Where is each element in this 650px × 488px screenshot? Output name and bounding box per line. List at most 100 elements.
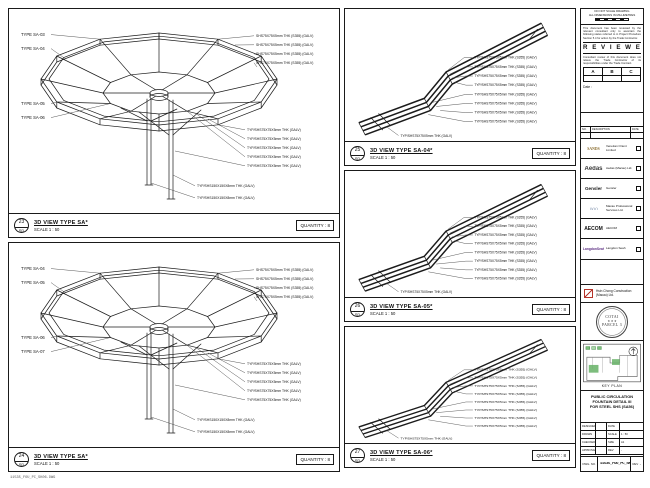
status-col-a: A (584, 68, 602, 77)
status-checkbox-b (603, 76, 621, 81)
leader-lines (386, 217, 473, 292)
anno-label: TYP/SHS75X75X5mm THK (GALV) (247, 380, 301, 384)
anno-label: TYP/SHS75X75X5mm THK (S355) (GALV) (474, 277, 536, 281)
anno-label: TYPE SA-04 (21, 266, 45, 271)
detail-callout: 25 SD (350, 146, 365, 161)
detail-callout: 27 SD (350, 448, 365, 463)
anno-label: TYP/SHS75X75X5mm THK (GALV) (247, 155, 301, 159)
anno-label: SHS75X75X5mm THK (S355) (GALV) (256, 52, 313, 56)
company-checkbox (636, 186, 641, 191)
company-row-architect: Aedas Aedas (Macau) Ltd. (581, 159, 643, 179)
canopy-structure (40, 32, 278, 200)
graphic-scale-bar (595, 18, 629, 22)
anno-label: TYP/SHS150X150X8mm THK (GALV) (197, 184, 255, 188)
company-checkbox (636, 166, 641, 171)
callout-number: 23 (15, 219, 28, 228)
info-label: DRAWN (581, 431, 596, 439)
detail-callout: 23 SD (14, 218, 29, 233)
anno-label: TYP/SHS75X75X5mm THK (GALV) (401, 437, 453, 441)
panel-title-bar: 25 SD 3D VIEW TYPE SA-04* SCALE 1 : 50 Q… (345, 141, 575, 165)
company-checkbox (636, 146, 641, 151)
anno-label: SHS75X75X5mm THK (S355) (GALV) (256, 34, 313, 38)
view-title: 3D VIEW TYPE SA* (34, 219, 88, 226)
sheet-note: ALL DIMENSIONS IN MILLIMETRES (588, 13, 636, 17)
anno-label: TYP/SHS75X75X5mm THK (GALV) (401, 290, 453, 294)
callout-sheet-ref: SD (354, 155, 361, 161)
leader-lines (386, 369, 473, 439)
anno-label: TYP/SHS150X150X8mm THK (GALV) (197, 418, 255, 422)
beam-iso-drawing-1: TYP/SHS75X75X5mm THK (S355) (GALV) TYP/S… (358, 22, 548, 138)
company-row-mep: AECOM AECOM (581, 219, 643, 239)
rev-cell (581, 132, 591, 138)
company-row-engineer: ∩∩∩ Macau Professional Services Ltd. (581, 199, 643, 219)
anno-label: TYPE SA-06 (21, 335, 45, 340)
drawing-info-grid: DESIGNED DATE DRAWN SCALE 1 : 50 CHECKED… (581, 423, 643, 457)
project-seal: COTAI ★ ★ ★ PARCEL 3 (581, 303, 643, 341)
rev-col-date: DATE (631, 127, 643, 133)
anno-label: SHS75X75X5mm THK (S355) (GALV) (256, 268, 313, 272)
company-name: Langdon Seah (606, 247, 626, 251)
panel-title-bar: 26 SD 3D VIEW TYPE SA-05* SCALE 1 : 50 Q… (345, 297, 575, 321)
callout-number: 26 (351, 303, 364, 312)
company-name: AECOM (606, 226, 618, 230)
key-plan-map (583, 343, 641, 383)
anno-label: TYP/SHS75X75X5mm THK (S355) (GALV) (474, 408, 537, 412)
anno-label: SHS75X75X5mm THK (S355) (GALV) (256, 286, 313, 290)
detail-callout: 24 SD (14, 452, 29, 467)
contractor-name: Hsin Chong Construction (Macau) Ltd. (596, 288, 632, 297)
sands-logo: SANDS (587, 146, 600, 151)
anno-label: TYP/SHS75X75X5mm THK (S355) (GALV) (474, 120, 536, 124)
info-value (596, 423, 607, 431)
reviewed-note-text: Consultant review of this document does … (583, 55, 641, 66)
anno-label: TYP/SHS150X150X8mm THK (GALV) (197, 430, 255, 434)
status-checkbox-c (622, 76, 640, 81)
view-title: 3D VIEW TYPE SA* (34, 453, 88, 460)
canopy-iso-drawing-2: TYPE SA-04 TYPE SA-05 TYPE SA-06 TYPE SA… (21, 266, 313, 434)
anno-label: TYP/SHS75X75X5mm THK (S355) (GALV) (474, 65, 536, 69)
anno-label: TYP/SHS75X75X5mm THK (S355) (GALV) (474, 384, 537, 388)
drawing-number-bar: DWG. NO. 11535_FOU_PC_SK06 REV - (581, 457, 643, 471)
beam-iso-drawing-3: TYP/SHS75X75X5mm THK (S355) (GALV) TYP/S… (358, 338, 548, 441)
callout-sheet-ref: SD (18, 461, 25, 467)
status-col-b: B (603, 68, 621, 77)
annotations: TYPE SA-03 TYPE SA-04 TYPE SA-05 TYPE SA… (21, 32, 313, 200)
info-label: DATE (607, 423, 620, 431)
view-title: 3D VIEW TYPE SA-05* (370, 303, 433, 310)
gensler-logo: Gensler (584, 186, 603, 191)
anno-label: TYP/SHS75X75X5mm THK (GALV) (247, 398, 301, 402)
dwg-number: 11535_FOU_PC_SK06 (599, 462, 630, 466)
info-value (596, 447, 607, 455)
panel-title-bar: 24 SD 3D VIEW TYPE SA* SCALE 1 : 50 QUAN… (9, 447, 339, 471)
anno-label: TYP/SHS75X75X5mm THK (S355) (GALV) (474, 242, 536, 246)
company-row-designer: Gensler Gensler (581, 179, 643, 199)
callout-number: 25 (351, 147, 364, 156)
info-label: SCALE (607, 431, 620, 439)
key-plan-caption: KEY PLAN (601, 384, 623, 388)
info-value: 1 : 50 (620, 431, 643, 439)
langdonseah-logo: LangdonSeah (583, 247, 604, 251)
anno-label: TYPE SA-04 (21, 46, 45, 51)
anno-label: TYPE SA-05 (21, 101, 45, 106)
anno-label: TYP/SHS75X75X5mm THK (S355) (GALV) (474, 224, 536, 228)
info-label: DESIGNED (581, 423, 596, 431)
quantity-note: QUANTITY : 8 (296, 220, 334, 231)
north-arrow-icon (628, 346, 638, 357)
rev-cell (631, 133, 643, 139)
rev-value: - (639, 462, 641, 466)
drawing-title-line: FOR STEEL SHS (SA56) (589, 404, 635, 410)
anno-label: TYP/SHS75X75X5mm THK (GALV) (247, 389, 301, 393)
key-plan: KEY PLAN (581, 341, 643, 391)
anno-label: TYP/SHS75X75X5mm THK (GALV) (247, 371, 301, 375)
anno-label: TYPE SA-06 (21, 115, 45, 120)
panel-3d-view-1: TYPE SA-03 TYPE SA-04 TYPE SA-05 TYPE SA… (8, 8, 340, 238)
view-title: 3D VIEW TYPE SA-06* (370, 449, 433, 456)
anno-label: TYP/SHS75X75X5mm THK (S355) (GALV) (474, 376, 537, 380)
panel-3d-view-5: TYP/SHS75X75X5mm THK (S355) (GALV) TYP/S… (344, 326, 576, 468)
beam-bundle (358, 183, 548, 292)
anno-label: TYP/SHS75X75X5mm THK (GALV) (247, 164, 301, 168)
anno-label: SHS75X75X5mm THK (S355) (GALV) (256, 277, 313, 281)
view-scale: SCALE 1 : 50 (370, 154, 396, 160)
anno-label: TYP/SHS75X75X5mm THK (S355) (GALV) (474, 101, 536, 105)
reviewed-intro-text: This document has been reviewed by the r… (583, 27, 641, 40)
company-row-client: SANDS Venetian Orient Limited (581, 139, 643, 159)
